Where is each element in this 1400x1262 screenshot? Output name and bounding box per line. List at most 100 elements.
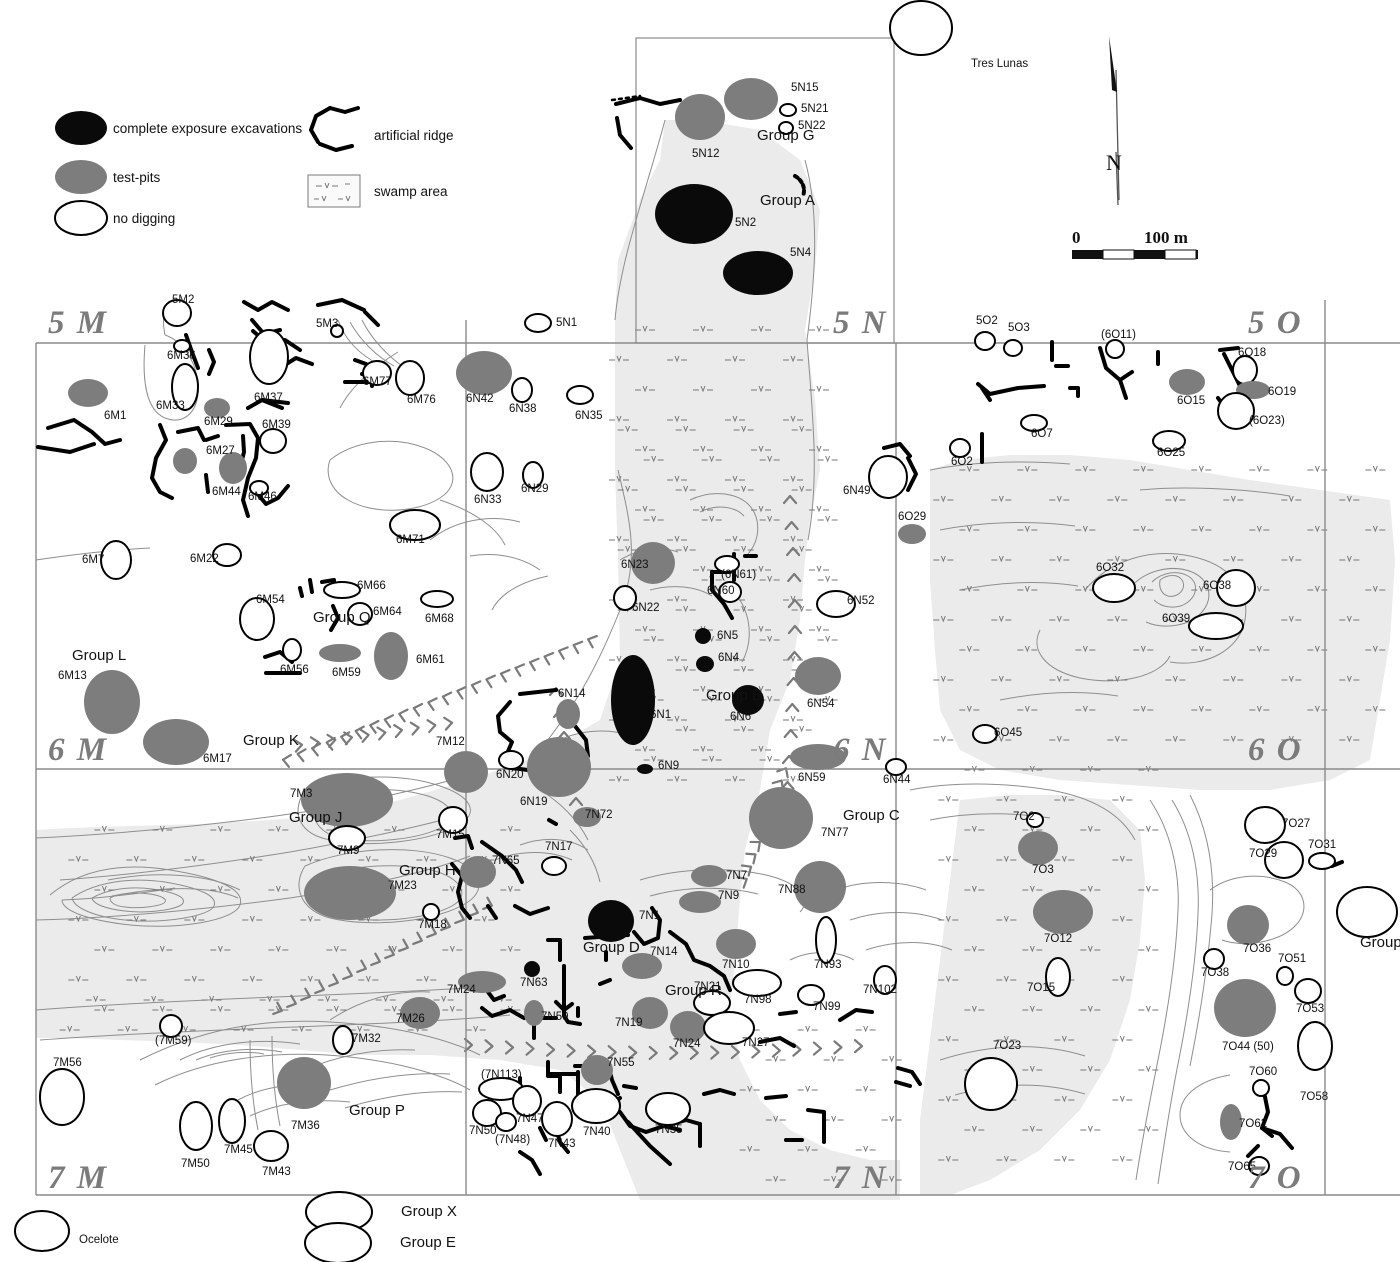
feature-6m22[interactable] xyxy=(212,543,242,567)
feature-6n20[interactable] xyxy=(498,750,524,770)
feature-7n50[interactable] xyxy=(472,1099,502,1127)
feature-6n19[interactable] xyxy=(527,737,591,797)
feature-7m59[interactable] xyxy=(159,1014,183,1038)
feature-7n35[interactable] xyxy=(645,1092,691,1126)
feature-6m68[interactable] xyxy=(420,590,454,608)
feature-6m46[interactable] xyxy=(249,480,269,496)
feature-5n1[interactable] xyxy=(524,313,552,333)
feature-6m66[interactable] xyxy=(323,581,361,599)
feature-7o12[interactable] xyxy=(1033,890,1093,934)
feature-7n93[interactable] xyxy=(815,916,837,964)
feature-6m64[interactable] xyxy=(347,602,373,626)
feature-7o15[interactable] xyxy=(1045,957,1071,997)
feature-7m18[interactable] xyxy=(422,903,440,921)
feature-5n4[interactable] xyxy=(723,251,793,295)
feature-6m1[interactable] xyxy=(68,379,108,407)
feature-7m9[interactable] xyxy=(328,825,366,851)
feature-7n47[interactable] xyxy=(512,1085,542,1117)
feature-7m45[interactable] xyxy=(218,1098,246,1144)
feature-6m76[interactable] xyxy=(395,360,425,396)
feature-6n9[interactable] xyxy=(637,764,653,774)
feature-6o29[interactable] xyxy=(898,524,926,544)
feature-6n44[interactable] xyxy=(885,758,907,776)
feature-7o65[interactable] xyxy=(1248,1156,1270,1176)
feature-5o3[interactable] xyxy=(1003,339,1023,357)
feature-7n14[interactable] xyxy=(622,953,662,979)
feature-7n102[interactable] xyxy=(873,965,897,995)
feature-6n1[interactable] xyxy=(611,655,655,745)
feature-5m2[interactable] xyxy=(162,299,192,327)
feature-7o62[interactable] xyxy=(1220,1104,1242,1140)
feature-6m17[interactable] xyxy=(143,719,209,765)
feature-7n1[interactable] xyxy=(588,900,634,942)
feature-6m56[interactable] xyxy=(282,638,302,662)
feature-5n22[interactable] xyxy=(778,121,794,135)
feature-6o45[interactable] xyxy=(972,724,998,744)
feature-7o23[interactable] xyxy=(964,1057,1018,1111)
feature-6n4[interactable] xyxy=(696,656,714,672)
feature-6m36[interactable] xyxy=(173,339,191,353)
feature-6n42[interactable] xyxy=(456,351,512,395)
feature-7o4450[interactable] xyxy=(1214,979,1276,1037)
feature-7n98[interactable] xyxy=(732,969,782,997)
feature-6n6[interactable] xyxy=(732,685,764,715)
feature-7o51[interactable] xyxy=(1276,966,1294,986)
feature-7m36[interactable] xyxy=(277,1057,331,1109)
feature-6m71[interactable] xyxy=(389,509,441,541)
feature-6m33[interactable] xyxy=(171,363,199,411)
feature-6m7[interactable] xyxy=(100,540,132,580)
feature-7n40[interactable] xyxy=(571,1088,621,1124)
feature-6o7[interactable] xyxy=(1020,414,1048,432)
feature-7m3[interactable] xyxy=(301,773,393,827)
feature-6o38[interactable] xyxy=(1216,569,1256,607)
feature-6n33[interactable] xyxy=(470,452,504,492)
feature-5n2[interactable] xyxy=(655,184,733,244)
feature-groupo[interactable] xyxy=(1336,886,1398,938)
feature-7n17[interactable] xyxy=(541,856,567,876)
feature-6n60[interactable] xyxy=(718,581,742,603)
feature-5m3[interactable] xyxy=(330,324,344,338)
feature-7n7[interactable] xyxy=(691,865,727,887)
feature-7m32[interactable] xyxy=(332,1025,354,1055)
feature-6o32[interactable] xyxy=(1092,573,1136,603)
feature-7n88[interactable] xyxy=(794,861,846,913)
feature-7m15[interactable] xyxy=(438,806,468,834)
feature-6n14[interactable] xyxy=(556,699,580,729)
feature-7n21[interactable] xyxy=(693,990,731,1016)
feature-7m24[interactable] xyxy=(458,971,506,993)
feature-6o11[interactable] xyxy=(1105,339,1125,359)
feature-7o58[interactable] xyxy=(1297,1021,1333,1071)
feature-7o3[interactable] xyxy=(1018,831,1058,865)
feature-6m29[interactable] xyxy=(204,398,230,418)
feature-7o53[interactable] xyxy=(1294,978,1322,1004)
feature-7m23[interactable] xyxy=(304,866,396,920)
feature-6m44[interactable] xyxy=(219,452,247,484)
feature-7n9[interactable] xyxy=(679,891,721,913)
feature-6n38[interactable] xyxy=(511,377,533,403)
feature-groupe[interactable] xyxy=(304,1222,372,1262)
feature-7o2[interactable] xyxy=(1026,812,1044,828)
feature-6o18[interactable] xyxy=(1232,355,1258,385)
feature-7m12[interactable] xyxy=(444,751,488,793)
feature-5n12[interactable] xyxy=(675,94,725,140)
feature-6m37[interactable] xyxy=(249,329,289,385)
feature-7n10[interactable] xyxy=(716,929,756,959)
feature-7n65[interactable] xyxy=(460,856,496,888)
feature-6m54[interactable] xyxy=(239,597,275,641)
feature-6o39[interactable] xyxy=(1188,612,1244,640)
feature-7o60[interactable] xyxy=(1252,1079,1270,1097)
feature-7n77[interactable] xyxy=(749,787,813,849)
feature-6n5[interactable] xyxy=(695,628,711,644)
feature-ocelote[interactable] xyxy=(14,1210,70,1252)
feature-6n61[interactable] xyxy=(714,555,740,573)
feature-7o36[interactable] xyxy=(1227,905,1269,945)
feature-7o38[interactable] xyxy=(1203,948,1225,970)
feature-6n35[interactable] xyxy=(566,385,594,405)
feature-6n49[interactable] xyxy=(868,455,908,499)
feature-6o25[interactable] xyxy=(1152,430,1186,452)
feature-7m26[interactable] xyxy=(400,997,440,1029)
feature-7m43[interactable] xyxy=(253,1130,289,1162)
feature-6n29[interactable] xyxy=(522,461,544,489)
feature-7n59[interactable] xyxy=(524,1000,544,1026)
feature-7n24[interactable] xyxy=(670,1011,706,1043)
